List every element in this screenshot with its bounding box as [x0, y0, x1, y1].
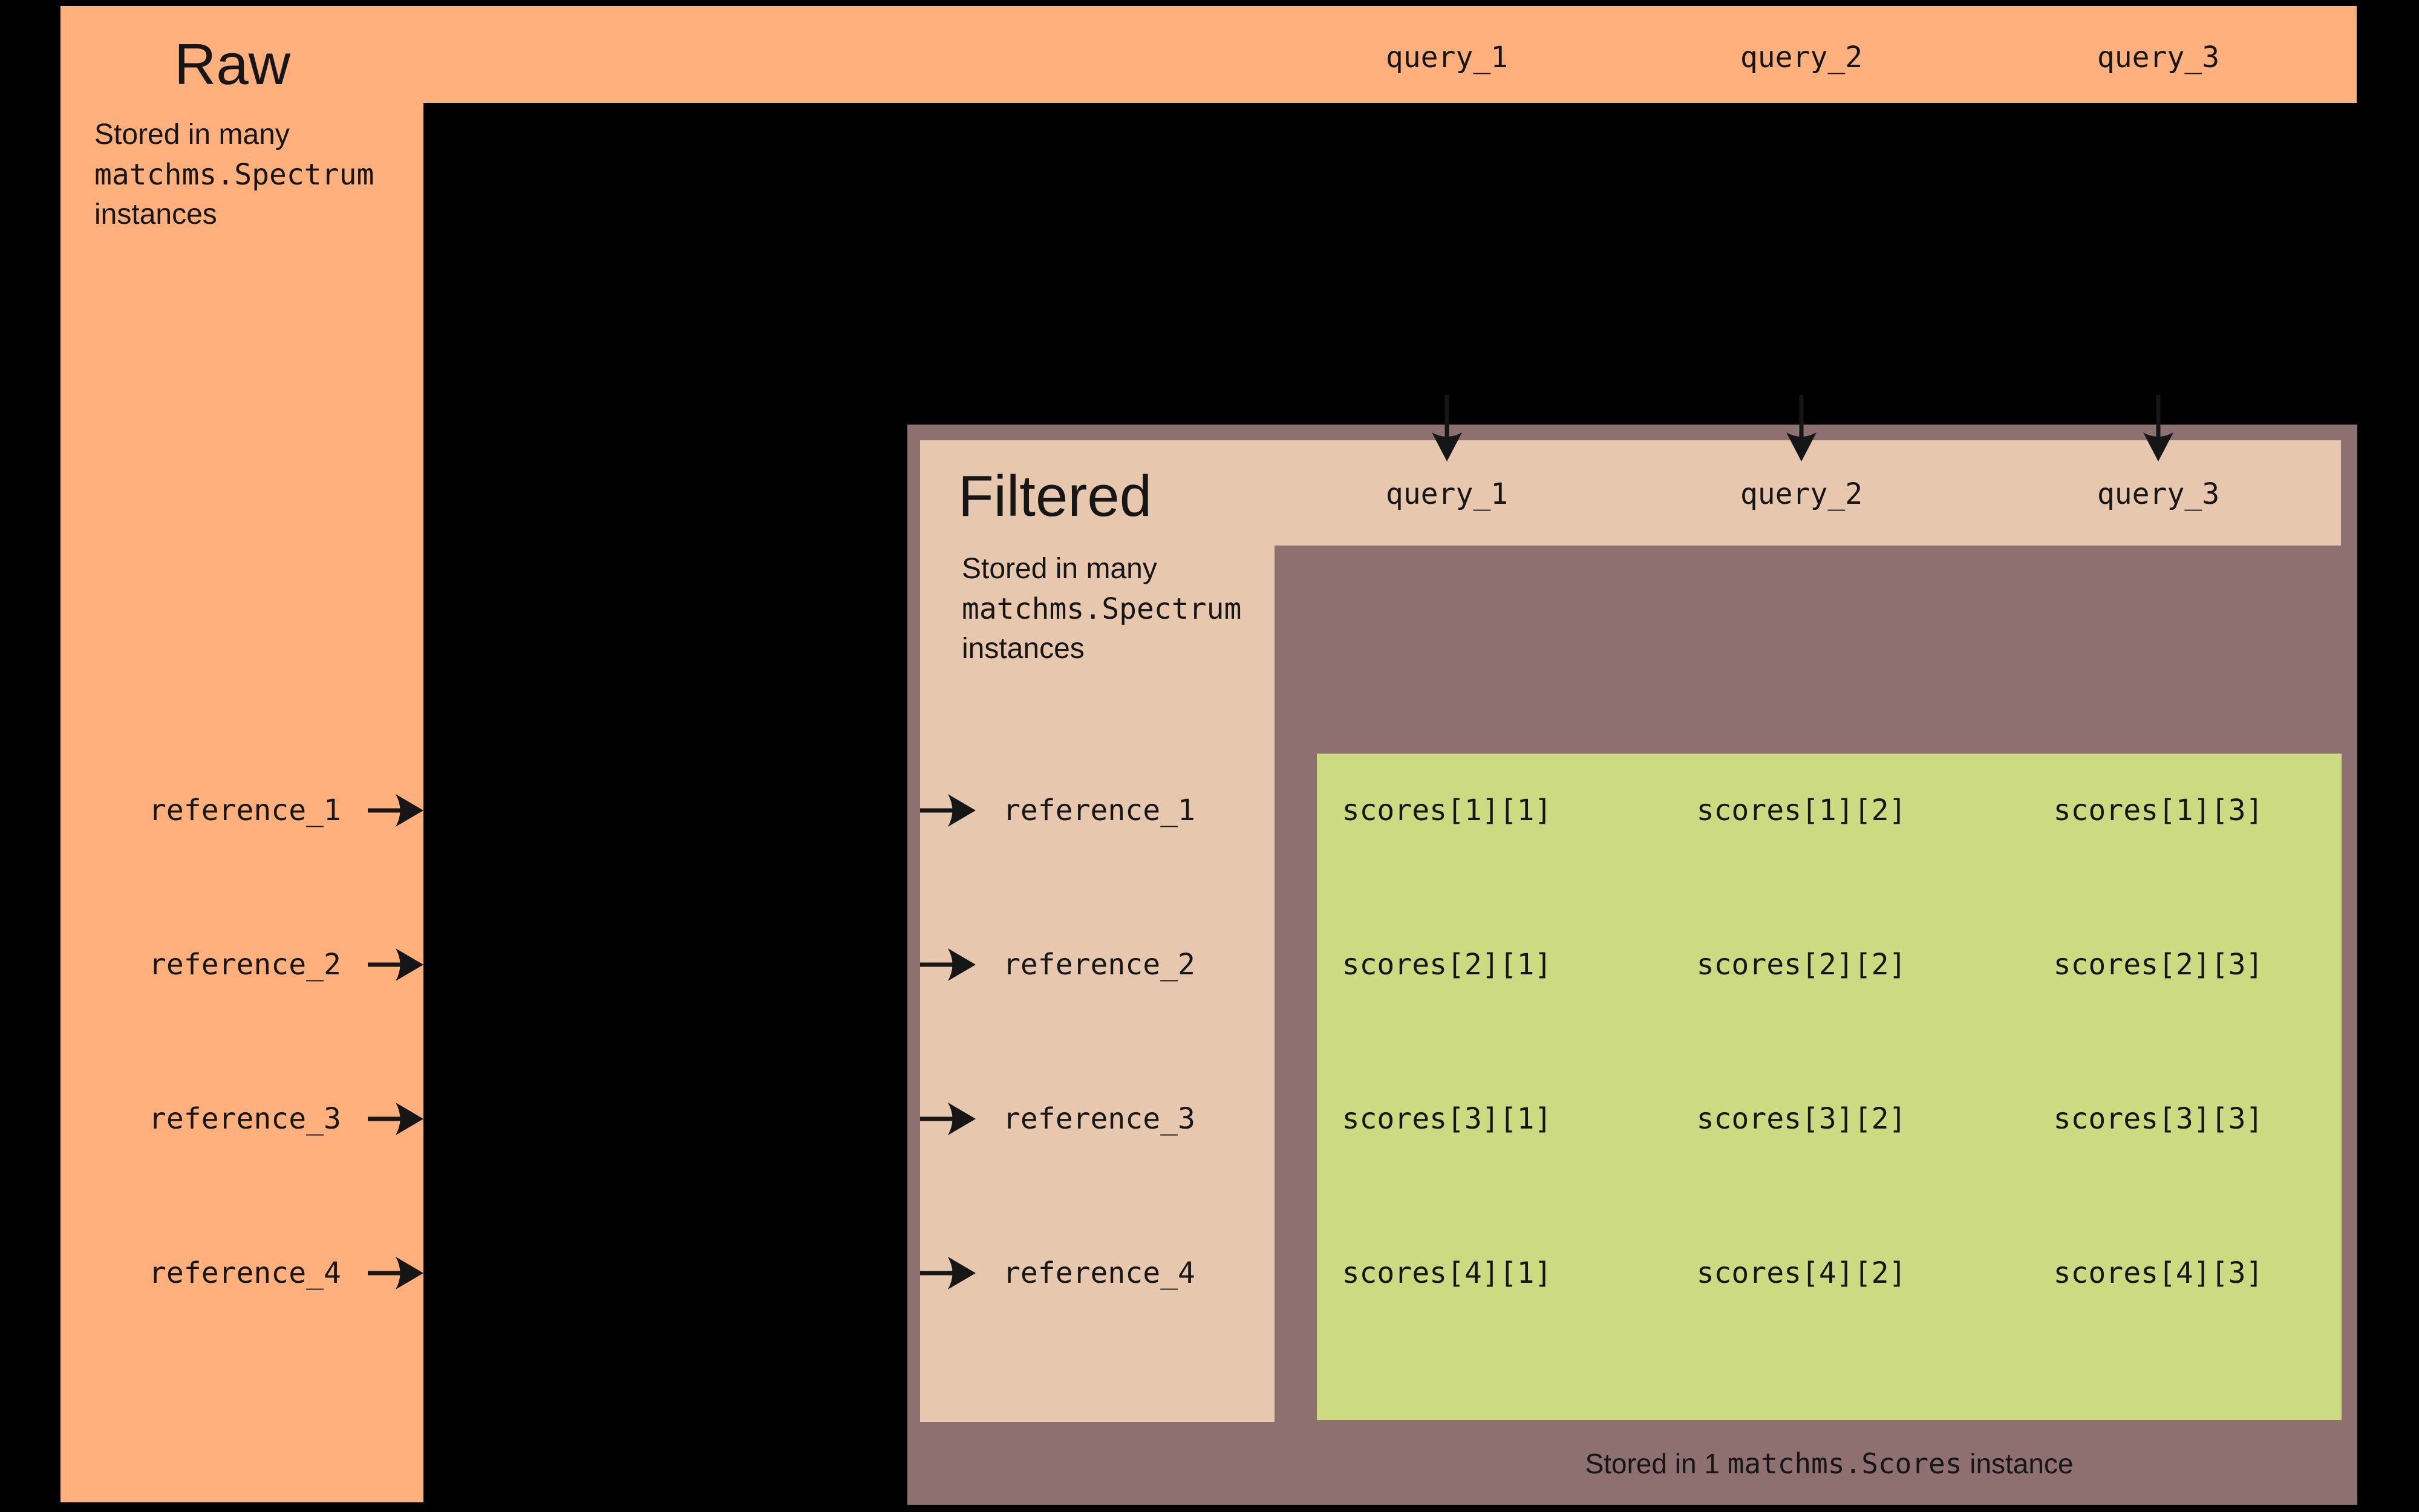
scores-cell: scores[1][3]: [2053, 793, 2264, 827]
right-arrow-icon: [368, 948, 423, 981]
filtered-reference-label-4: reference_4: [1003, 1256, 1195, 1290]
filtered-query-label-2: query_2: [1740, 477, 1863, 511]
scores-cell: scores[4][1]: [1342, 1256, 1552, 1290]
scores-cell: scores[2][3]: [2053, 948, 2264, 982]
down-arrow-icon: [1786, 395, 1817, 461]
scores-matrix: [1317, 754, 2342, 1420]
right-arrow-icon: [920, 794, 976, 827]
filtered-title: Filtered: [958, 464, 1152, 529]
raw-panel-column: [60, 6, 423, 1502]
down-arrow-icon: [2143, 395, 2173, 461]
scores-caption: Stored in 1 matchms.Scores instance: [1376, 1445, 2283, 1482]
raw-note-line-2: instances: [94, 198, 217, 230]
right-arrow-icon: [368, 1257, 423, 1289]
right-arrow-icon: [368, 794, 423, 827]
scores-cell: scores[3][1]: [1342, 1102, 1552, 1136]
raw-reference-label-4: reference_4: [149, 1256, 341, 1290]
scores-cell: scores[1][1]: [1342, 793, 1552, 827]
right-arrow-icon: [920, 948, 976, 981]
filtered-note-code: matchms.Spectrum: [962, 592, 1242, 626]
scores-cell: scores[3][3]: [2053, 1102, 2264, 1136]
scores-cell: scores[1][2]: [1696, 793, 1907, 827]
filtered-query-label-1: query_1: [1385, 477, 1509, 511]
scores-cell: scores[4][2]: [1696, 1256, 1907, 1290]
raw-query-label-3: query_3: [2097, 41, 2220, 74]
right-arrow-icon: [920, 1257, 976, 1289]
filtered-note-line-1: Stored in many: [962, 553, 1157, 585]
right-arrow-icon: [920, 1103, 976, 1135]
raw-query-label-1: query_1: [1385, 41, 1509, 74]
down-arrow-icon: [1432, 395, 1462, 461]
filtered-panel-column: [920, 440, 1275, 1422]
raw-title: Raw: [174, 32, 291, 97]
scores-caption-code: matchms.Scores: [1727, 1447, 1962, 1480]
raw-query-label-2: query_2: [1740, 41, 1863, 74]
scores-caption-suffix: instance: [1962, 1448, 2074, 1479]
filtered-reference-label-3: reference_3: [1003, 1102, 1195, 1136]
raw-note-code: matchms.Spectrum: [94, 158, 374, 192]
filtered-note-line-2: instances: [962, 633, 1085, 665]
filtered-reference-label-1: reference_1: [1003, 793, 1195, 827]
right-arrow-icon: [368, 1103, 423, 1135]
scores-caption-prefix: Stored in 1: [1585, 1448, 1728, 1479]
raw-note-line-1: Stored in many: [94, 119, 290, 151]
raw-note: Stored in many matchms.Spectrum instance…: [94, 115, 374, 235]
raw-reference-label-1: reference_1: [149, 793, 341, 827]
scores-cell: scores[2][1]: [1342, 948, 1552, 982]
scores-cell: scores[3][2]: [1696, 1102, 1907, 1136]
filtered-query-label-3: query_3: [2097, 477, 2220, 511]
raw-reference-label-3: reference_3: [149, 1102, 341, 1136]
scores-cell: scores[2][2]: [1696, 948, 1907, 982]
filtered-note: Stored in many matchms.Spectrum instance…: [962, 549, 1241, 669]
raw-panel-header: [60, 6, 2357, 103]
scores-cell: scores[4][3]: [2053, 1256, 2264, 1290]
raw-reference-label-2: reference_2: [149, 948, 341, 982]
filtered-reference-label-2: reference_2: [1003, 948, 1195, 982]
